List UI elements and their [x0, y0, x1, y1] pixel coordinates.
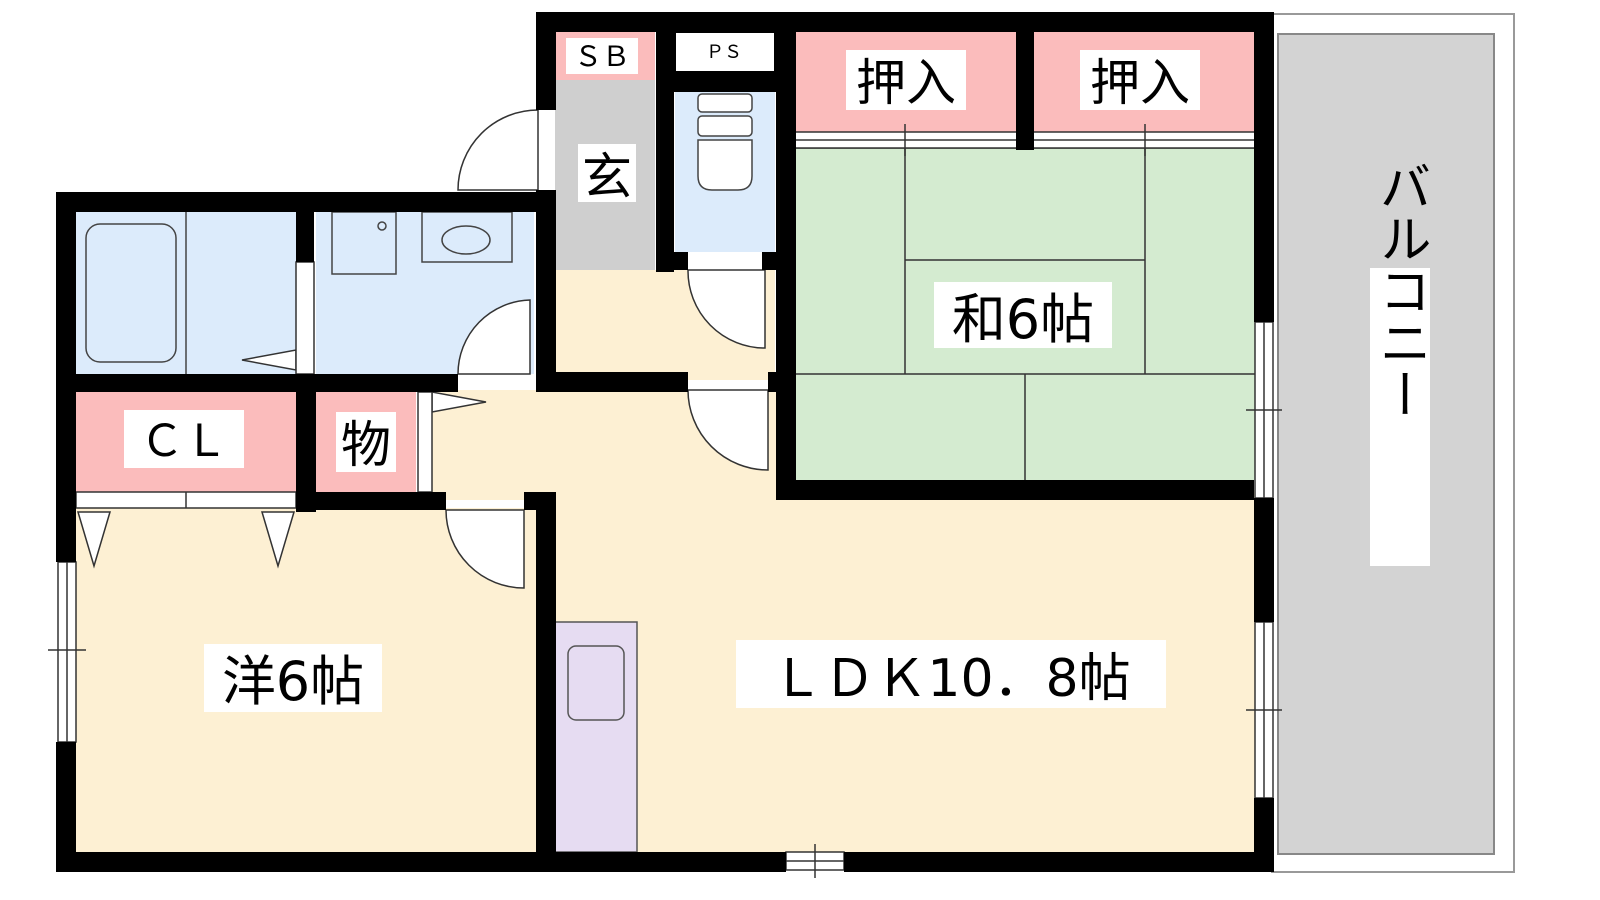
label-ldk: ＬＤＫ10．8帖: [771, 649, 1130, 709]
label-balcony: バルコニー: [1370, 160, 1430, 420]
bath-door-frame: [295, 261, 315, 375]
room-labels: ＳＢ ＰＳ 押入 押入 玄 和6帖 バルコニー ＣＬ 物 洋6帖 ＬＤＫ10．8…: [124, 38, 1430, 713]
label-genkan: 玄: [582, 148, 632, 206]
toilet-lid: [697, 115, 753, 137]
washitsu-door: [687, 389, 769, 471]
bathtub: [85, 223, 177, 363]
label-closet: ＣＬ: [140, 416, 228, 467]
toilet-bowl: [697, 139, 753, 191]
closet-fold-left: [76, 511, 112, 569]
entrance-door: [457, 109, 539, 191]
kitchen-sink: [567, 645, 625, 721]
fixtures: [85, 93, 753, 374]
youshitsu-door: [445, 509, 525, 589]
doors: [75, 109, 769, 589]
label-youshitsu: 洋6帖: [222, 650, 364, 713]
label-washitsu: 和6帖: [952, 288, 1094, 351]
storage-door-frame: [417, 391, 433, 493]
washroom-door: [457, 299, 531, 375]
label-sb: ＳＢ: [574, 40, 630, 73]
label-storage: 物: [341, 416, 391, 474]
toilet-tank: [697, 93, 753, 113]
label-ps: ＰＳ: [706, 42, 742, 63]
closet-fold-right: [260, 511, 296, 569]
walls: [56, 12, 1274, 872]
toilet-door: [687, 269, 766, 349]
label-oshiire-right: 押入: [1090, 54, 1190, 112]
label-oshiire-left: 押入: [856, 54, 956, 112]
